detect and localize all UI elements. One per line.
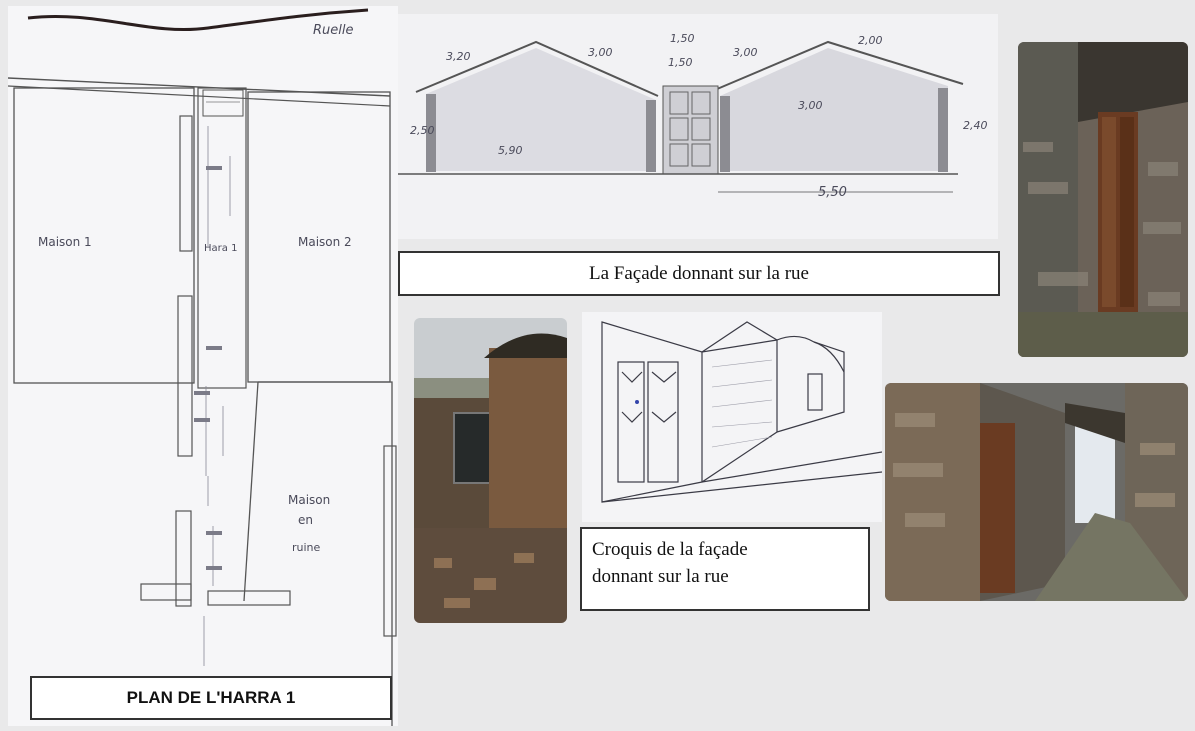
dim-6: 2,00 xyxy=(858,34,883,47)
dim-center-h: 3,00 xyxy=(798,99,823,112)
elevation-sketch: 3,20 3,00 1,50 1,50 3,00 2,00 2,50 5,90 … xyxy=(398,32,988,200)
photo-alley xyxy=(885,383,1188,601)
sketch-caption-line1: Croquis de la façade xyxy=(592,539,748,560)
plan-label-ruin-1: Maison xyxy=(288,493,330,507)
dim-2: 3,00 xyxy=(588,46,613,59)
elevation-drawing: 3,20 3,00 1,50 1,50 3,00 2,00 2,50 5,90 … xyxy=(398,14,998,239)
dim-4: 1,50 xyxy=(668,56,693,69)
plan-label-ruin-2: en xyxy=(298,513,313,527)
elevation-caption-box: La Façade donnant sur la rue xyxy=(398,251,1000,296)
dim-mid-w: 5,90 xyxy=(498,144,523,157)
dim-bottom: 5,50 xyxy=(818,185,847,200)
dim-left-h: 2,50 xyxy=(410,124,435,137)
photo-ruin xyxy=(414,318,567,623)
elevation-caption: La Façade donnant sur la rue xyxy=(589,262,809,284)
dim-right-h: 2,40 xyxy=(963,119,988,132)
plan-caption-box: PLAN DE L'HARRA 1 xyxy=(30,676,392,720)
plan-label-passage: Hara 1 xyxy=(204,243,237,254)
photo-door-street xyxy=(1018,42,1188,357)
sketch-caption-line2: donnant sur la rue xyxy=(592,565,729,587)
plan-label-top: Ruelle xyxy=(313,23,354,38)
plan-label-house1: Maison 1 xyxy=(38,235,92,249)
plan-drawing: Ruelle Maison 1 Maison 2 Hara 1 Maison e… xyxy=(8,6,398,726)
dim-3: 1,50 xyxy=(670,32,695,45)
plan-sketch: Ruelle Maison 1 Maison 2 Hara 1 Maison e… xyxy=(8,8,397,726)
sketch-caption-box: Croquis de la façade donnant sur la rue xyxy=(580,527,870,611)
facade-sketch xyxy=(582,312,882,522)
plan-caption: PLAN DE L'HARRA 1 xyxy=(126,688,296,707)
plan-label-ruin-3: ruine xyxy=(292,541,321,554)
dim-1: 3,20 xyxy=(446,50,471,63)
dim-5: 3,00 xyxy=(733,46,758,59)
plan-label-house2: Maison 2 xyxy=(298,235,352,249)
